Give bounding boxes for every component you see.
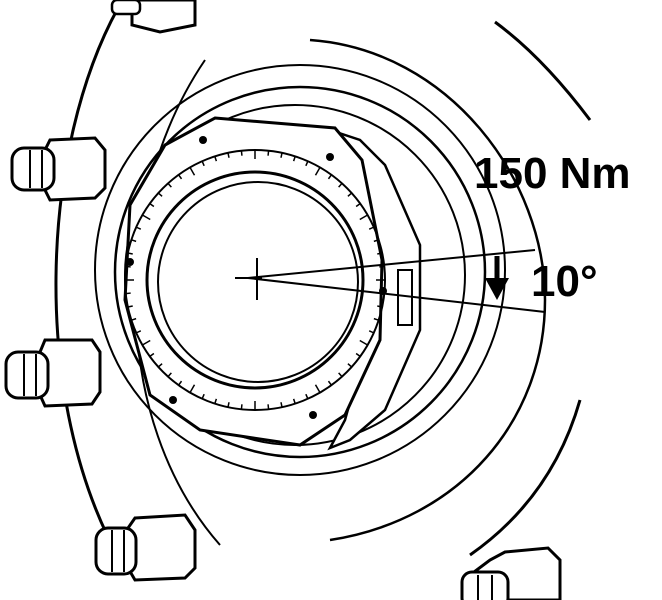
flange-arc-right [469, 399, 582, 557]
graduation-tick [347, 363, 353, 368]
graduation-tick [280, 402, 283, 408]
graduation-tick [314, 167, 321, 176]
graduation-tick [135, 330, 142, 334]
graduation-tick [167, 182, 172, 188]
graduation-tick [167, 372, 172, 378]
graduation-tick [214, 156, 218, 162]
graduation-tick [135, 226, 142, 230]
wheel-bolt-lower-left [4, 338, 102, 408]
graduation-tick [292, 156, 296, 162]
graduation-tick [327, 174, 333, 180]
graduation-tick [355, 202, 361, 208]
graduation-tick [377, 305, 383, 308]
reference-dot [126, 258, 134, 266]
graduation-tick [379, 265, 385, 268]
graduation-tick [338, 182, 343, 188]
spindle-bore-outer [145, 170, 365, 390]
graduation-tick [201, 393, 205, 400]
graduation-tick [125, 265, 131, 268]
graduation-tick [131, 317, 137, 321]
graduation-tick [305, 393, 309, 400]
graduation-tick [177, 174, 183, 180]
graduation-tick [327, 380, 333, 386]
hub-disc-outer-edge [54, 7, 122, 561]
wheel-bolt-bottom-right [460, 546, 562, 600]
graduation-tick [292, 398, 296, 404]
reference-dot [169, 396, 177, 404]
graduation-tick [149, 202, 155, 208]
reference-dot [309, 411, 317, 419]
torque-label: 150 Nm [474, 149, 631, 198]
graduation-tick [359, 339, 368, 346]
graduation-tick [157, 192, 163, 197]
graduation-tick [142, 339, 151, 346]
wheel-bolt-upper-left [10, 136, 107, 202]
hub-nut-face [123, 116, 384, 447]
graduation-tick [240, 150, 243, 156]
angle-line-end [247, 277, 546, 313]
graduation-tick [280, 152, 283, 158]
flange-arc-outer [494, 20, 592, 121]
graduation-tick [177, 380, 183, 386]
graduation-tick [131, 239, 137, 243]
graduation-tick [227, 152, 230, 158]
graduation-tick [267, 150, 270, 156]
graduation-tick [355, 352, 361, 358]
bearing-ring-2 [113, 85, 487, 459]
graduation-tick [314, 384, 321, 393]
graduation-tick [240, 404, 243, 410]
graduation-tick [368, 226, 375, 230]
angle-line-start [247, 249, 536, 279]
reference-dot [326, 153, 334, 161]
spindle-bore-inner [157, 181, 359, 383]
graduation-tick [127, 305, 133, 308]
graduation-tick [267, 404, 270, 410]
graduation-tick [377, 252, 383, 255]
graduation-tick [149, 352, 155, 358]
graduation-tick [359, 214, 368, 221]
graduation-tick [189, 167, 196, 176]
graduation-tick [142, 214, 151, 221]
graduation-tick [305, 160, 309, 167]
wheel-bolt-bottom-left [94, 513, 197, 582]
graduation-tick [373, 239, 379, 243]
graduation-tick [227, 402, 230, 408]
graduation-tick [338, 372, 343, 378]
graduation-tick [157, 363, 163, 368]
graduation-tick [373, 317, 379, 321]
bearing-ring-1 [94, 64, 506, 476]
flange-arc-mid [309, 38, 547, 542]
graduation-tick [201, 160, 205, 167]
wheel-bolt-top [110, 0, 197, 34]
graduation-tick [347, 192, 353, 197]
graduation-tick [189, 384, 196, 393]
graduation-tick [125, 292, 131, 295]
angle-label: 10° [531, 257, 598, 306]
graduation-tick [127, 252, 133, 255]
graduation-tick [214, 398, 218, 404]
reference-dot [199, 136, 207, 144]
graduation-tick [368, 330, 375, 334]
down-arrow-icon [485, 256, 509, 300]
